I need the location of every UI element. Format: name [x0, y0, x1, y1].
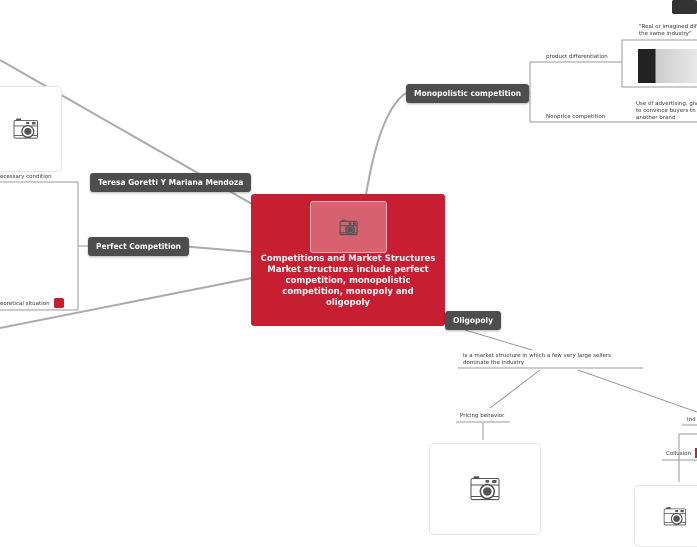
label-theoretical-situation: eoretical situation: [0, 301, 50, 307]
image-placeholder: 📷︎: [429, 443, 541, 535]
camera-icon: 📷︎: [662, 504, 688, 528]
label-real-or-imagined: "Real or imagined dif the same industry": [639, 24, 697, 37]
mindomo-icon: [54, 298, 64, 308]
camera-icon: 📷︎: [338, 217, 359, 237]
central-node[interactable]: 📷︎ Competitions and Market Structures Ma…: [251, 194, 445, 326]
label-advertising: Use of advertising, giv to convince buye…: [636, 101, 697, 121]
central-title: Competitions and Market Structures: [260, 254, 436, 264]
label-product-differentiation: product differentiation: [546, 54, 608, 60]
central-subtitle: Market structures include perfect compet…: [267, 265, 429, 308]
node-oligopoly[interactable]: Oligopoly: [445, 311, 502, 330]
image-partial: [672, 0, 697, 14]
central-image: 📷︎: [310, 201, 387, 253]
node-perfect-competition[interactable]: Perfect Competition: [88, 237, 190, 256]
label-oligopoly-definition: Is a market structure in which a few ver…: [463, 353, 611, 366]
tablets-image: [638, 49, 697, 83]
node-monopolistic-competition[interactable]: Monopolistic competition: [406, 84, 530, 103]
label-collusion: Collusion: [666, 451, 691, 457]
mindomo-icon: [695, 448, 697, 458]
camera-icon: 📷︎: [468, 474, 502, 504]
node-authors[interactable]: Teresa Goretti Y Mariana Mendoza: [90, 173, 252, 192]
camera-icon: 📷︎: [12, 116, 40, 142]
image-placeholder: 📷︎: [634, 485, 697, 547]
label-necessary-condition: ecessary condition: [0, 174, 52, 180]
label-ind: Ind: [687, 417, 696, 423]
label-pricing-behavior: Pricing behavior: [460, 413, 505, 419]
label-nonprice-competition: Nonprice competition: [546, 114, 606, 120]
image-placeholder: 📷︎: [0, 86, 62, 172]
